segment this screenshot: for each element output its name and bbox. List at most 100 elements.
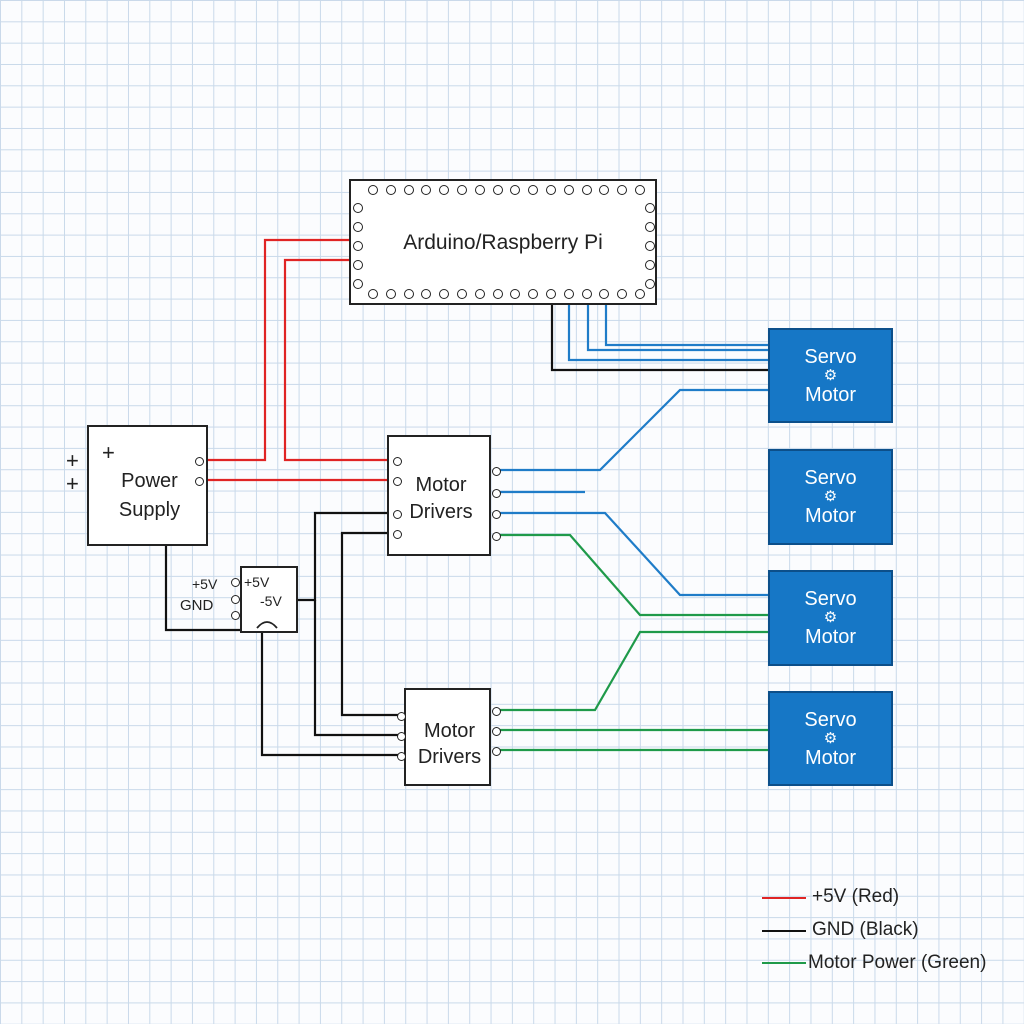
controller-pin-top xyxy=(457,185,467,195)
controller-pin-top xyxy=(403,185,414,195)
controller-pin-bottom xyxy=(510,289,521,299)
md1-pin-l2 xyxy=(393,477,402,486)
regulator-pin-3 xyxy=(231,611,240,620)
wire-blue-driver-servo1 xyxy=(498,388,768,472)
md2-pin-l2 xyxy=(397,732,406,741)
wire-green-driver2-servo3 xyxy=(498,630,768,712)
servo-2-label-2: Motor xyxy=(804,505,857,527)
controller-pin-bottom xyxy=(474,289,485,299)
controller-pin-left xyxy=(353,279,363,289)
controller-pin-bottom xyxy=(563,289,574,299)
controller-board: Arduino/Raspberry Pi xyxy=(349,179,657,305)
servo-motor-1: Servo ⚙ Motor xyxy=(768,328,893,423)
controller-pin-bottom xyxy=(528,289,539,299)
controller-pin-left xyxy=(353,260,363,270)
gear-icon: ⚙ xyxy=(823,366,838,384)
md1-pin-l1 xyxy=(393,457,402,466)
servo-4-label-1: Servo xyxy=(804,708,857,731)
controller-pin-right xyxy=(645,260,655,270)
controller-pin-top xyxy=(385,185,396,195)
controller-pin-right xyxy=(645,222,655,232)
power-supply: + Power Supply xyxy=(87,425,208,546)
md2-pin-l1 xyxy=(397,712,406,721)
gear-icon: ⚙ xyxy=(823,729,838,747)
legend-label-black: GND (Black) xyxy=(812,919,919,940)
regulator-plus5-label: +5V xyxy=(192,576,218,592)
wire-black-reg-driver1 xyxy=(298,511,388,602)
md1-pin-l4 xyxy=(393,530,402,539)
legend-label-red: +5V (Red) xyxy=(812,886,900,907)
controller-pin-top xyxy=(421,185,432,195)
controller-pin-top xyxy=(617,185,628,195)
wire-red-2 xyxy=(283,258,388,462)
controller-pin-right xyxy=(645,203,655,213)
outer-plus-2: + xyxy=(66,471,79,496)
md2-pin-l3 xyxy=(397,752,406,761)
controller-pin-top xyxy=(581,185,592,195)
wire-blue-driver-servo3 xyxy=(498,511,768,597)
controller-pin-left xyxy=(353,241,363,251)
motor-driver-2-label-1: Motor xyxy=(423,720,476,742)
wire-blue-ctrl-3 xyxy=(604,300,768,347)
controller-pin-top xyxy=(368,185,378,195)
controller-label: Arduino/Raspberry Pi xyxy=(403,231,603,254)
controller-pin-top xyxy=(474,185,485,195)
wire-red-1 xyxy=(208,238,352,462)
controller-pin-bottom xyxy=(403,289,414,299)
capacitor-icon xyxy=(256,621,278,629)
motor-driver-1: Motor Drivers xyxy=(387,435,501,556)
legend-label-green: Motor Power (Green) xyxy=(808,952,987,973)
controller-pin-bottom xyxy=(635,289,645,299)
controller-pin-top xyxy=(528,185,539,195)
motor-driver-2-label-2: Drivers xyxy=(417,746,482,768)
power-supply-plus: + xyxy=(102,440,115,465)
controller-pin-left xyxy=(353,203,363,213)
controller-pin-bottom xyxy=(421,289,432,299)
motor-driver-1-label-1: Motor xyxy=(415,474,467,496)
legend-swatch-black xyxy=(762,930,806,932)
servo-motor-4: Servo ⚙ Motor xyxy=(768,691,893,786)
controller-pin-bottom xyxy=(457,289,467,299)
regulator-inner-plus5: +5V xyxy=(244,574,270,590)
wire-black-ctrl-servo xyxy=(550,300,768,372)
gear-icon: ⚙ xyxy=(823,488,838,505)
controller-pin-bottom xyxy=(546,289,556,299)
servo-1-label-1: Servo xyxy=(804,345,857,368)
controller-pin-bottom xyxy=(581,289,592,299)
servo-1-label-2: Motor xyxy=(804,383,857,406)
outer-plus-1: + xyxy=(66,448,79,473)
controller-pin-top xyxy=(563,185,574,195)
servo-motor-3: Servo ⚙ Motor xyxy=(768,570,893,666)
voltage-regulator: +5V -5V xyxy=(240,566,298,633)
motor-driver-1-label-2: Drivers xyxy=(409,501,473,523)
controller-pin-bottom xyxy=(599,289,610,299)
wire-green-driver1-servo3 xyxy=(498,533,768,617)
controller-pin-top xyxy=(439,185,450,195)
power-supply-label-1: Power xyxy=(121,470,178,492)
controller-pin-top xyxy=(492,185,503,195)
regulator-pin-1 xyxy=(231,578,240,587)
controller-pin-right xyxy=(645,241,655,251)
psu-pin-2 xyxy=(195,477,204,486)
controller-pin-top xyxy=(635,185,645,195)
wire-black-driver1-driver2-b xyxy=(340,531,398,717)
legend-swatch-red xyxy=(762,897,806,899)
controller-pin-top xyxy=(546,185,556,195)
servo-4-label-2: Motor xyxy=(804,746,857,769)
wire-black-driver1-driver2-a xyxy=(313,600,398,737)
md1-pin-r2 xyxy=(492,489,501,498)
md1-pin-l3 xyxy=(393,510,402,519)
psu-pin-1 xyxy=(195,457,204,466)
wire-black-psu-reg xyxy=(164,545,240,632)
wire-blue-ctrl-1 xyxy=(567,300,768,362)
servo-motor-2: Servo ⚙ Motor xyxy=(768,449,893,545)
md2-pin-r3 xyxy=(492,747,501,756)
md2-pin-r2 xyxy=(492,727,501,736)
controller-pin-bottom xyxy=(439,289,450,299)
md1-pin-r4 xyxy=(492,532,501,541)
controller-pin-bottom xyxy=(617,289,628,299)
controller-pin-top xyxy=(510,185,521,195)
controller-pin-bottom xyxy=(385,289,396,299)
power-supply-label-2: Supply xyxy=(118,499,181,521)
controller-pin-right xyxy=(645,279,655,289)
